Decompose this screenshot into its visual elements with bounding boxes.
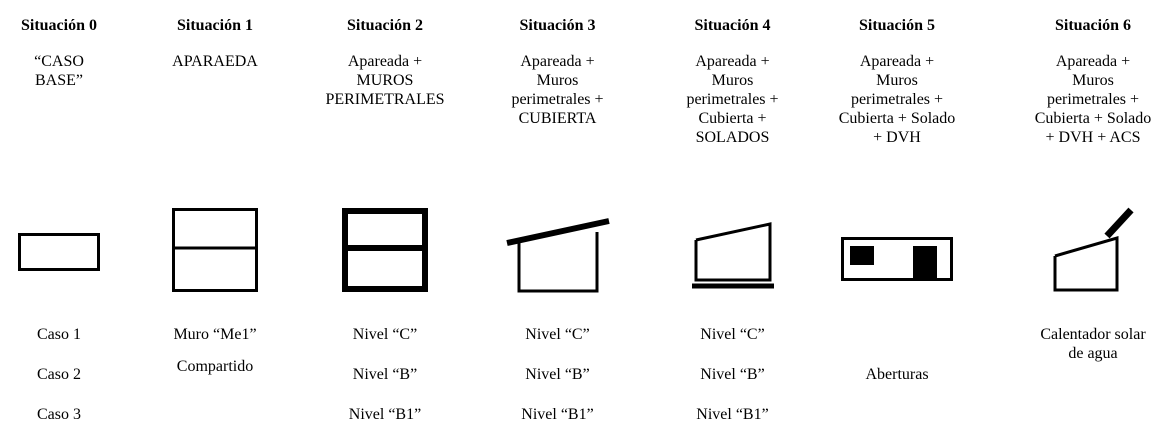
note-line: Calentador solar	[1040, 326, 1146, 343]
column-title: Situación 2	[346, 17, 423, 34]
column-description: Apareada + Muros perimetrales + Cubierta…	[822, 52, 972, 147]
column-description: Apareada + Muros perimetrales + CUBIERTA	[490, 52, 625, 128]
description-line: “CASO	[34, 53, 84, 70]
description-line: Apareada +	[859, 53, 935, 70]
description-line: MUROS	[356, 72, 414, 89]
description-line: APARAEDA	[172, 53, 258, 70]
note-line: Aberturas	[865, 366, 929, 383]
column-description: Apareada + MUROS PERIMETRALES	[305, 52, 465, 109]
description-line: perimetrales +	[686, 91, 779, 108]
note-line: Nivel “C”	[700, 326, 765, 343]
note-line: Nivel “B1”	[696, 406, 769, 423]
roof-icon	[503, 216, 613, 294]
column-description: APARAEDA	[150, 52, 280, 71]
note-line: Nivel “B”	[525, 366, 590, 383]
column-title: Situación 0	[20, 17, 97, 34]
floor-icon	[690, 220, 776, 290]
description-line: Cubierta + Solado	[1034, 110, 1152, 127]
description-line: Cubierta +	[698, 110, 767, 127]
description-line: Apareada +	[520, 53, 595, 70]
note-line: Nivel “C”	[352, 326, 418, 343]
description-line: Muros	[1072, 72, 1114, 89]
note-line: Caso 2	[37, 366, 81, 383]
solar-heater-icon	[1047, 204, 1139, 294]
description-line: Apareada +	[1055, 53, 1131, 70]
single-room-icon	[18, 233, 100, 271]
description-line: Muros	[536, 72, 579, 89]
column-title: Situación 3	[519, 17, 596, 34]
description-line: Muros	[876, 72, 918, 89]
paired-rooms-icon	[172, 208, 258, 292]
note-line: Compartido	[176, 358, 254, 375]
description-line: BASE”	[35, 72, 83, 89]
description-line: Muros	[711, 72, 754, 89]
description-line: + DVH + ACS	[1045, 129, 1141, 146]
windows-icon	[841, 237, 953, 281]
description-line: SOLADOS	[695, 129, 770, 146]
note-line: Nivel “B1”	[348, 406, 422, 423]
description-line: Apareada +	[347, 53, 423, 70]
note-line: Nivel “B”	[352, 366, 418, 383]
description-line: perimetrales +	[511, 91, 604, 108]
note-line: de agua	[1068, 345, 1118, 362]
description-line: Cubierta + Solado	[838, 110, 956, 127]
note-line: Nivel “B”	[700, 366, 765, 383]
note-line: Caso 3	[37, 406, 81, 423]
description-line: PERIMETRALES	[325, 91, 445, 108]
note-line: Nivel “B1”	[521, 406, 594, 423]
column-title: Situación 1	[176, 17, 253, 34]
description-line: perimetrales +	[1046, 91, 1140, 108]
insulated-walls-icon	[342, 208, 428, 292]
column-description: Apareada + Muros perimetrales + Cubierta…	[660, 52, 805, 147]
note-line: Muro “Me1”	[173, 326, 257, 343]
note-line: Caso 1	[37, 326, 81, 343]
description-line: Apareada +	[695, 53, 770, 70]
column-description: “CASO BASE”	[0, 52, 118, 90]
column-title: Situación 4	[694, 17, 771, 34]
description-line: perimetrales +	[850, 91, 944, 108]
description-line: CUBIERTA	[518, 110, 597, 127]
note-line: Nivel “C”	[525, 326, 590, 343]
column-title: Situación 5	[858, 17, 935, 34]
column-description: Apareada + Muros perimetrales + Cubierta…	[1013, 52, 1173, 147]
column-title: Situación 6	[1054, 17, 1131, 34]
description-line: + DVH	[873, 129, 921, 146]
